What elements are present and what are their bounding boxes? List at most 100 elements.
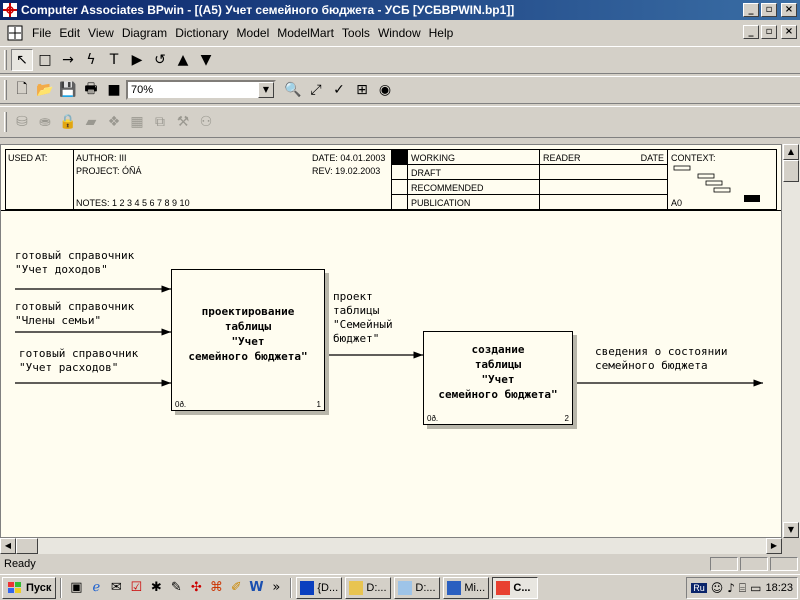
- mm-merge-icon[interactable]: ⧉: [155, 114, 165, 130]
- zoom-combo[interactable]: 70% ▼: [126, 80, 276, 100]
- color-icon[interactable]: ■: [107, 82, 121, 98]
- quicklaunch-pencil-icon[interactable]: ✐: [230, 580, 242, 595]
- menu-edit[interactable]: Edit: [59, 26, 81, 40]
- close-button[interactable]: ×: [781, 3, 797, 17]
- toolbar-grip[interactable]: [4, 50, 7, 70]
- quicklaunch-desktop-icon[interactable]: ▣: [70, 580, 83, 595]
- title-bar[interactable]: Computer Associates BPwin - [(A5) Учет с…: [0, 0, 800, 20]
- menu-diagram[interactable]: Diagram: [121, 26, 168, 40]
- header-divider: [1, 210, 781, 211]
- scroll-down-icon[interactable]: ▼: [783, 522, 799, 538]
- activity-box-tool-icon[interactable]: □: [38, 52, 52, 68]
- quicklaunch-more-icon[interactable]: »: [272, 580, 281, 595]
- language-indicator[interactable]: Ru: [691, 583, 707, 593]
- task-word[interactable]: Mi...: [443, 576, 490, 599]
- open-icon[interactable]: 📂: [36, 82, 54, 98]
- modelmart-toolbar: ⛁ ⛂ 🔒 ▰ ❖ ▦ ⧉ ⚒ ⚇: [0, 106, 800, 138]
- doc-minimize-button[interactable]: _: [743, 25, 759, 39]
- quicklaunch-ie-icon[interactable]: ℯ: [92, 580, 101, 595]
- go-to-sibling-icon[interactable]: ▶: [131, 52, 143, 68]
- diagram-canvas[interactable]: USED AT: AUTHOR: III PROJECT: ÓÑÁ NOTES:…: [0, 144, 782, 538]
- activity-box-2-cost: 0ð.: [427, 414, 439, 423]
- mid-arrow-label[interactable]: проект таблицы "Семейный бюджет": [333, 290, 393, 345]
- menu-view[interactable]: View: [88, 26, 114, 40]
- activity-box-1[interactable]: проектирование таблицы "Учет семейного б…: [171, 269, 325, 411]
- tray-monitor-icon[interactable]: ▭: [750, 581, 762, 595]
- doc-close-button[interactable]: ×: [781, 25, 797, 39]
- task-d-search[interactable]: D:...: [394, 576, 441, 599]
- mm-connect-icon[interactable]: ⛁: [16, 114, 28, 130]
- mm-check-in-icon[interactable]: ❖: [107, 114, 121, 130]
- new-icon[interactable]: 🗋: [16, 81, 28, 97]
- toolbar-grip[interactable]: [4, 80, 7, 100]
- save-icon[interactable]: 💾: [59, 82, 77, 98]
- activity-box-2[interactable]: создание таблицы "Учет семейного бюджета…: [423, 331, 573, 425]
- zoom-in-icon[interactable]: 🔍: [284, 82, 302, 98]
- input-label-income[interactable]: готовый справочник "Учет доходов": [15, 249, 135, 276]
- text-tool-icon[interactable]: T: [109, 52, 119, 68]
- scroll-left-icon[interactable]: ◀: [0, 538, 16, 554]
- mm-users-icon[interactable]: ⚇: [199, 114, 213, 130]
- taskbar-separator: [60, 577, 63, 598]
- tray-agent-icon[interactable]: ☺: [710, 581, 724, 595]
- input-label-family[interactable]: готовый справочник "Члены семьи": [15, 300, 135, 327]
- vertical-scrollbar[interactable]: ▲ ▼: [782, 144, 800, 538]
- pointer-tool-icon[interactable]: ↖: [11, 49, 33, 71]
- bpwin-app-icon[interactable]: [2, 2, 18, 18]
- doc-restore-button[interactable]: ▫: [761, 25, 777, 39]
- clock[interactable]: 18:23: [765, 582, 793, 594]
- chevron-down-icon[interactable]: ▼: [258, 82, 274, 98]
- model-explorer-icon[interactable]: ⊞: [356, 82, 368, 98]
- activity-box-2-number: 2: [564, 414, 569, 423]
- print-icon[interactable]: 🖶: [84, 81, 98, 97]
- vertical-scroll-thumb[interactable]: [783, 160, 799, 182]
- menu-tools[interactable]: Tools: [341, 26, 370, 40]
- task-d-folder[interactable]: D:...: [345, 576, 392, 599]
- quicklaunch-pen-icon[interactable]: ✎: [170, 580, 182, 595]
- speaker-icon[interactable]: ♪: [727, 581, 735, 595]
- go-to-parent-icon[interactable]: ↺: [154, 52, 166, 68]
- task-d-braces[interactable]: {D...: [296, 576, 343, 599]
- mm-lock-icon[interactable]: 🔒: [59, 114, 77, 130]
- document-icon[interactable]: [6, 24, 24, 42]
- minimize-button[interactable]: _: [743, 3, 759, 17]
- quicklaunch-check-icon[interactable]: ☑: [130, 580, 143, 595]
- menu-model[interactable]: Model: [236, 26, 270, 40]
- menu-dictionary[interactable]: Dictionary: [175, 26, 229, 40]
- status-publication: PUBLICATION: [411, 198, 471, 208]
- spell-check-icon[interactable]: ✓: [333, 82, 345, 98]
- model-globe-icon[interactable]: ◉: [378, 82, 392, 98]
- author-label: AUTHOR: III: [76, 153, 127, 163]
- menu-modelmart[interactable]: ModelMart: [277, 26, 334, 40]
- scroll-right-icon[interactable]: ▶: [766, 538, 782, 554]
- mm-grid-icon[interactable]: ▦: [130, 114, 144, 130]
- maximize-button[interactable]: ▫: [761, 3, 777, 17]
- horizontal-scrollbar[interactable]: ◀ ▶: [0, 538, 782, 554]
- quicklaunch-mail-icon[interactable]: ✉: [110, 580, 122, 595]
- horizontal-scroll-thumb[interactable]: [16, 538, 38, 554]
- go-up-icon[interactable]: ▲: [177, 52, 189, 68]
- menu-window[interactable]: Window: [377, 26, 421, 40]
- menu-help[interactable]: Help: [428, 26, 454, 40]
- task-bpwin[interactable]: C...: [492, 576, 539, 599]
- menu-file[interactable]: File: [32, 26, 52, 40]
- go-down-icon[interactable]: ▼: [200, 52, 212, 68]
- mm-disconnect-icon[interactable]: ⛂: [39, 114, 51, 130]
- mm-tools-icon[interactable]: ⚒: [176, 114, 190, 130]
- quicklaunch-word-icon[interactable]: W: [249, 580, 264, 595]
- zoom-fit-icon[interactable]: ⤢: [310, 82, 322, 98]
- arrow-tool-icon[interactable]: →: [62, 52, 74, 68]
- output-label[interactable]: сведения о состоянии семейного бюджета: [595, 345, 728, 372]
- quicklaunch-tool-icon[interactable]: ✱: [150, 580, 162, 595]
- input-label-expenses[interactable]: готовый справочник "Учет расходов": [19, 347, 139, 374]
- reader-date-label: DATE: [640, 153, 664, 163]
- quicklaunch-box-icon[interactable]: ⌘: [209, 580, 223, 595]
- squiggle-tool-icon[interactable]: ϟ: [86, 52, 96, 68]
- toolbar-grip[interactable]: [4, 112, 7, 132]
- start-button[interactable]: Пуск: [2, 576, 57, 599]
- mm-folder-icon[interactable]: ▰: [85, 114, 97, 130]
- scroll-up-icon[interactable]: ▲: [783, 144, 799, 160]
- taskbar-separator: [290, 577, 293, 598]
- quicklaunch-target-icon[interactable]: ✣: [190, 580, 202, 595]
- tray-network-icon[interactable]: ⌸: [738, 580, 747, 595]
